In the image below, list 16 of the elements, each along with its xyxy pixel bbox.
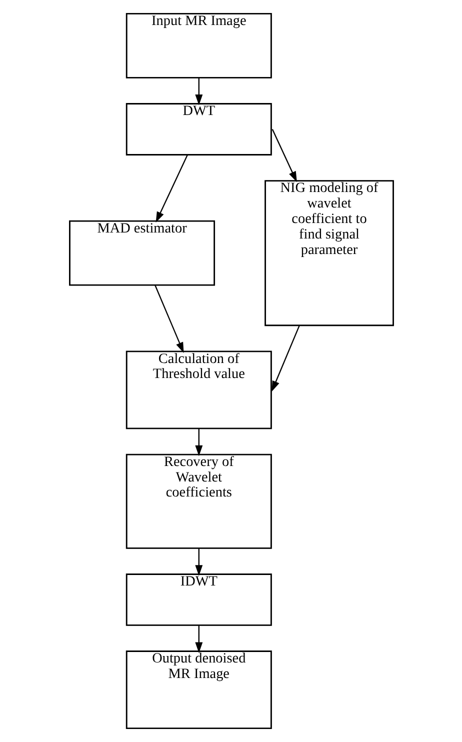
node-box: DWT	[125, 103, 272, 156]
node-box: Input MR Image	[125, 13, 272, 78]
node-box: MAD estimator	[68, 220, 215, 286]
node-box: Recovery of Wavelet coefficients	[125, 454, 272, 549]
arrow	[154, 284, 184, 353]
arrow	[271, 129, 296, 182]
arrow	[194, 78, 202, 106]
arrow	[194, 428, 202, 456]
arrow	[194, 548, 202, 576]
arrow	[155, 154, 188, 222]
node-box: Output denoised MR Image	[125, 650, 272, 729]
node-box: NIG modeling of wavelet coefficient to find signal parameter	[264, 180, 394, 326]
node-box: Calculation of Threshold value	[125, 350, 272, 430]
arrow	[271, 325, 300, 392]
node-box: IDWT	[125, 574, 272, 626]
arrow	[194, 625, 202, 653]
